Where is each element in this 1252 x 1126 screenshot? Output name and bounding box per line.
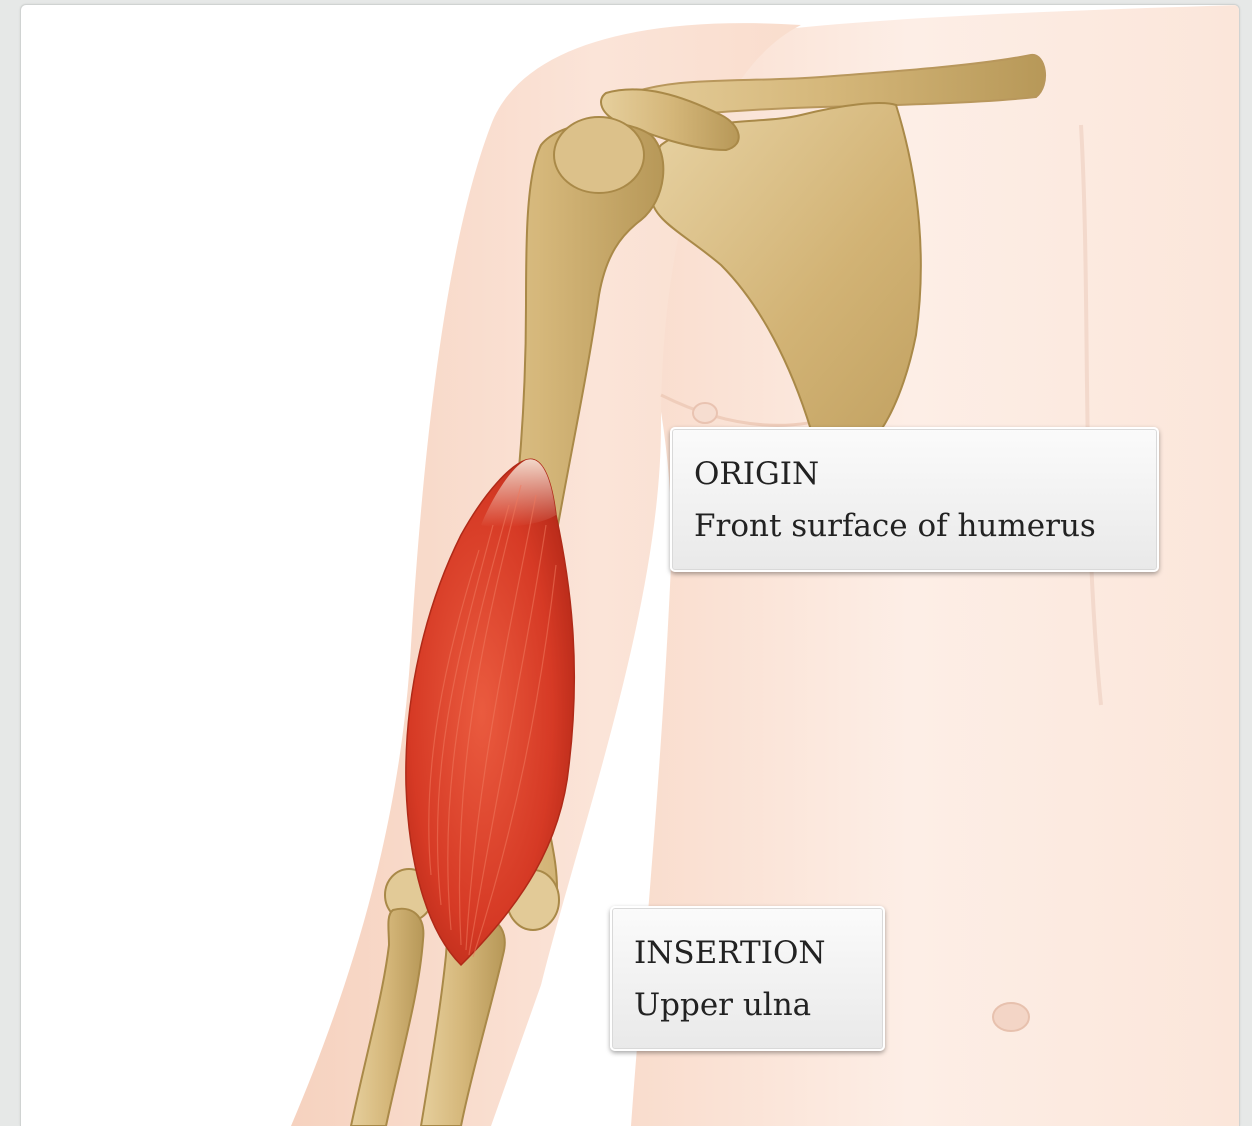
insertion-description: Upper ulna bbox=[634, 979, 861, 1031]
anatomy-card: ORIGIN Front surface of humerus INSERTIO… bbox=[20, 4, 1240, 1126]
insertion-heading: INSERTION bbox=[634, 927, 861, 979]
origin-heading: ORIGIN bbox=[694, 448, 1135, 500]
origin-description: Front surface of humerus bbox=[694, 500, 1135, 552]
origin-label-box: ORIGIN Front surface of humerus bbox=[670, 427, 1159, 572]
insertion-label-box: INSERTION Upper ulna bbox=[610, 906, 885, 1051]
